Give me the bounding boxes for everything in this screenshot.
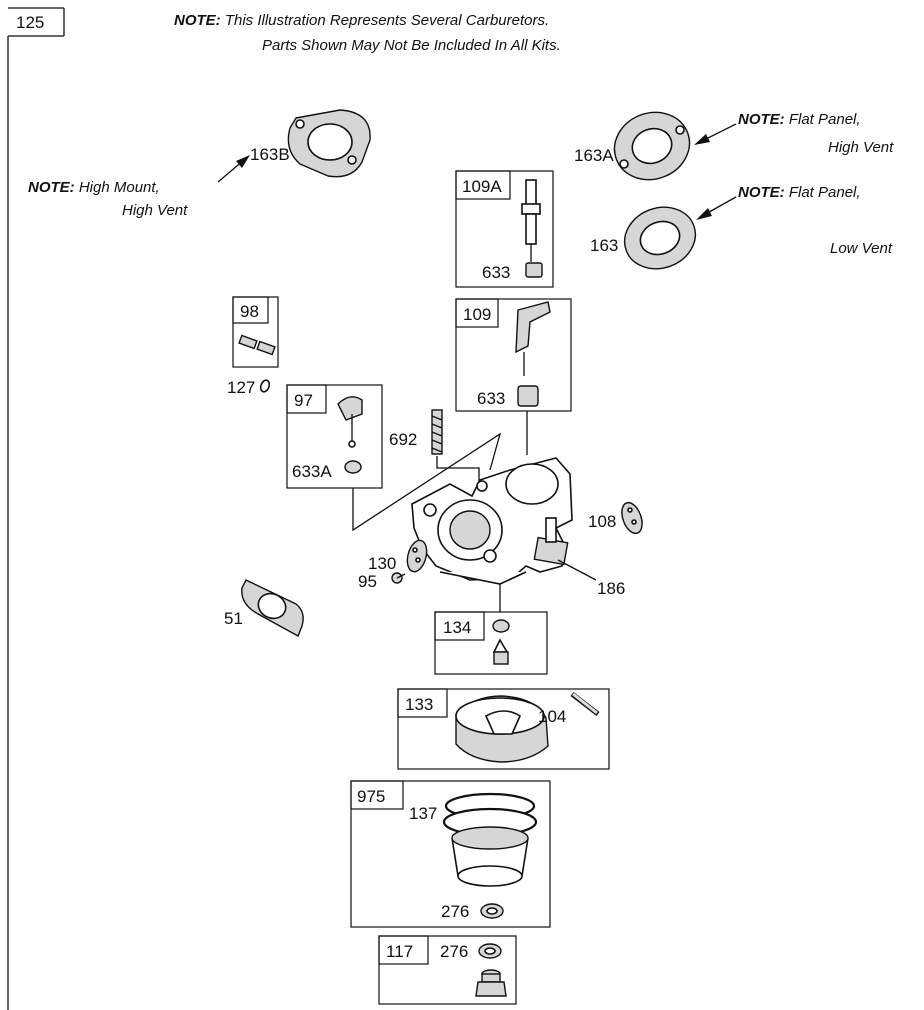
idle-screw-98 [238,334,276,356]
needle-valve-134 [492,619,510,665]
note-high-mount-line2: High Vent [122,202,188,219]
kit-97-box [286,384,383,489]
label-633-mid: 633 [477,389,505,408]
kit-117-label-box [378,935,429,965]
label-692: 692 [389,430,417,449]
seal-633A [344,460,362,474]
label-108: 108 [588,512,616,531]
label-633A: 633A [292,462,332,481]
label-137: 137 [409,804,437,823]
washer-276-b [478,943,502,959]
note-flat-high-line2: High Vent [828,139,894,156]
screw-95 [391,572,406,584]
kit-97-label-box [286,384,327,414]
kit-97-label: 97 [294,391,313,410]
note-high-mount-arrowhead [236,155,250,168]
bowl-nut-117 [475,969,507,997]
note-flat-low-line1: NOTE: Flat Panel, [738,184,861,201]
frame-number: 125 [16,13,44,32]
choke-shaft-109A [521,179,541,262]
spring-692 [431,409,443,455]
label-163: 163 [590,236,618,255]
pin-104 [570,692,600,716]
label-276-b: 276 [440,942,468,961]
label-127: 127 [227,378,255,397]
kit-133-label: 133 [405,695,433,714]
washer-276-a [480,903,504,919]
gasket-163A [613,111,691,181]
leader-186 [557,559,597,581]
kit-117-label: 117 [386,942,413,961]
label-633-top: 633 [482,263,510,282]
label-163A: 163A [574,146,614,165]
label-276-a: 276 [441,902,469,921]
choke-valve-97 [337,396,363,448]
header-note-line1: NOTE: This Illustration Represents Sever… [174,12,549,29]
kit-134-box [434,611,548,675]
kit-133-label-box [397,688,448,718]
seal-633-mid [517,385,539,407]
kit-134-label-box [434,611,485,641]
plate-130 [406,539,428,573]
label-130: 130 [368,554,396,573]
kit-975-label-box [350,780,404,810]
kit-109-label: 109 [463,305,491,324]
note-flat-low-line2: Low Vent [830,240,893,257]
float-133 [455,695,549,763]
kit-109A-label-box [455,170,511,200]
kit-133-box [397,688,610,770]
note-high-mount-line1: NOTE: High Mount, [28,179,160,196]
gasket-163 [623,206,697,270]
note-flat-high-arrowhead [694,134,710,145]
label-51: 51 [224,609,243,628]
kit-98-label-box [232,296,269,324]
float-bowl-137 [442,792,538,887]
header-note-line2: Parts Shown May Not Be Included In All K… [262,37,561,54]
leader-97-to-body [352,432,502,532]
kit-98-label: 98 [240,302,259,321]
carburetor-body [411,457,573,585]
gasket-51 [241,579,304,637]
kit-975-box [350,780,551,928]
note-flat-low-arrowhead [696,208,712,220]
ring-127 [259,379,271,393]
kit-975-label: 975 [357,787,385,806]
label-186: 186 [597,579,625,598]
label-163B: 163B [250,145,290,164]
note-flat-high-line1: NOTE: Flat Panel, [738,111,861,128]
kit-109-label-box [455,298,499,328]
gasket-163B [287,109,371,178]
throttle-shaft-109 [515,301,551,376]
leader-692-to-body [436,456,480,486]
seal-633-top [525,262,543,278]
plate-108 [621,501,643,535]
kit-109-box [455,298,572,412]
label-104: 104 [538,707,566,726]
label-95: 95 [358,572,377,591]
kit-109A-label: 109A [462,177,502,196]
kit-134-label: 134 [443,618,471,637]
kit-117-box [378,935,517,1005]
